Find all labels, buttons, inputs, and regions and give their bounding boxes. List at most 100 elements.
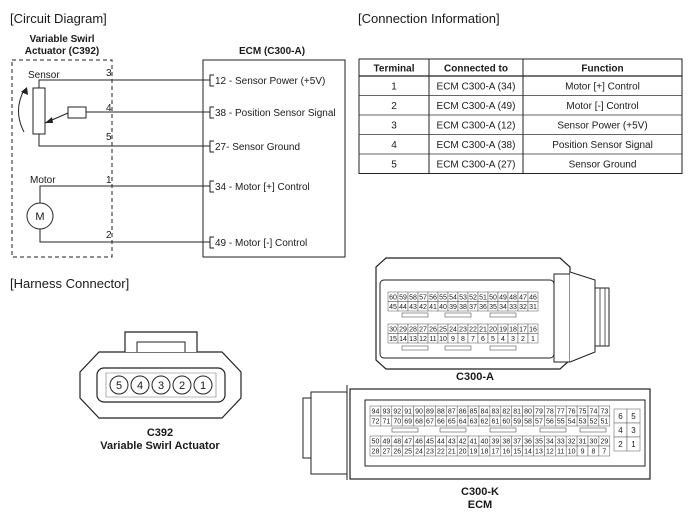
c300k-key-slot (489, 427, 517, 433)
c300k-pin-number: 23 (426, 449, 434, 456)
c300k-lever (310, 391, 348, 475)
c300a-pin-number: 23 (459, 326, 467, 333)
c300k-pin-number: 79 (535, 409, 543, 416)
c300a-pin-number: 5 (491, 336, 495, 343)
c300k-pin-cell (598, 415, 611, 427)
c300k-pin-number: 88 (437, 409, 445, 416)
c300k-pin-number: 28 (372, 449, 380, 456)
c300k-pin-number: 18 (481, 449, 489, 456)
c300k-pin-number: 94 (372, 409, 380, 416)
c300k-label: C300-K (461, 486, 499, 498)
c300k-pin-number: 38 (502, 439, 510, 446)
c300k-pin-number: 69 (404, 419, 412, 426)
pin-number-4: 4 (106, 103, 112, 114)
table-cell: 3 (391, 121, 397, 132)
c300a-pin-number: 34 (499, 304, 507, 311)
ecm-terminal-bracket (209, 106, 214, 119)
rotation-arc (18, 89, 25, 133)
c300k-pin-number: 13 (535, 449, 543, 456)
c300k-pin-number: 7 (602, 449, 606, 456)
c300a-pin-number: 20 (489, 326, 497, 333)
c300a-pin-number: 31 (529, 304, 537, 311)
c300k-side-pin-number: 4 (618, 426, 623, 435)
ecm-terminal-bracket (209, 180, 214, 193)
circuit-diagram: Variable Swirl Actuator (C392) ECM (C300… (11, 34, 346, 258)
c300a-pin-number: 24 (449, 326, 457, 333)
c300a-pin-number: 35 (489, 304, 497, 311)
actuator-box (11, 59, 113, 258)
section-title-connection: [Connection Information] (358, 11, 500, 26)
c300k-pin-number: 47 (404, 439, 412, 446)
c300a-pin-number: 46 (529, 294, 537, 301)
c392-pin-number: 1 (200, 380, 206, 392)
c300k-pin-number: 26 (393, 449, 401, 456)
c300k-pin-number: 42 (459, 439, 467, 446)
c392-pin-number: 3 (158, 380, 164, 392)
ecm-box (202, 59, 346, 258)
c300a-lever-tab (594, 287, 610, 347)
c300k-pin-number: 22 (437, 449, 445, 456)
c392-pin-number: 4 (137, 380, 143, 392)
c300a-pin-number: 28 (409, 326, 417, 333)
c300a-pin-number: 42 (419, 304, 427, 311)
rotation-arrow-icon (21, 87, 28, 95)
c300k-pin-number: 55 (557, 419, 565, 426)
c300k-pin-number: 31 (579, 439, 587, 446)
c300k-pin-number: 84 (481, 409, 489, 416)
c300k-pin-number: 91 (404, 409, 412, 416)
c300k-pin-number: 83 (491, 409, 499, 416)
c300k-description: ECM (468, 499, 492, 511)
c300a-pin-number: 16 (529, 326, 537, 333)
c300k-pin-number: 90 (415, 409, 423, 416)
c392-pin (130, 375, 150, 395)
pin-number-1: 1 (106, 175, 112, 186)
c300a-lever (569, 271, 596, 363)
c300k-pin-number: 59 (513, 419, 521, 426)
ecm-terminal-38: 38 - Position Sensor Signal (215, 108, 336, 119)
pin-number-2: 2 (106, 230, 112, 241)
table-cell: Motor [-] Control (566, 101, 638, 112)
c300k-pin-number: 78 (546, 409, 554, 416)
c300a-pin-number: 36 (479, 304, 487, 311)
c300a-pin-number: 37 (469, 304, 477, 311)
c300a-pin-number: 22 (469, 326, 477, 333)
table-header-cell: Function (581, 64, 623, 75)
c300k-pin-number: 60 (502, 419, 510, 426)
c300k-pin-number: 51 (600, 419, 608, 426)
c300k-pin-number: 56 (546, 419, 554, 426)
c300k-pin-number: 49 (382, 439, 390, 446)
table-header-cell: Connected to (444, 64, 508, 75)
c300a-key-slot (489, 312, 517, 318)
c300k-pin-number: 53 (579, 419, 587, 426)
c392-pin-number: 5 (116, 380, 122, 392)
c300k-pin-number: 82 (502, 409, 510, 416)
position-sensor-element (67, 106, 87, 119)
c300k-pin-number: 48 (393, 439, 401, 446)
c300a-pin-number: 10 (439, 336, 447, 343)
c300k-side-pin-number: 2 (618, 440, 623, 449)
c300k-pin-number: 44 (437, 439, 445, 446)
table-cell: 1 (391, 82, 397, 93)
c300a-pin-number: 54 (449, 294, 457, 301)
c300a-pin-number: 50 (489, 294, 497, 301)
c300k-pin-number: 86 (459, 409, 467, 416)
c300k-pin-number: 85 (470, 409, 478, 416)
section-title-circuit: [Circuit Diagram] (10, 11, 107, 26)
wiper-arrow-icon (45, 117, 53, 123)
ecm-terminal-bracket (209, 236, 214, 249)
c300k-pin-number: 58 (524, 419, 532, 426)
c300a-pin-number: 60 (389, 294, 397, 301)
c300k-pin-number: 71 (382, 419, 390, 426)
c300a-pin-number: 4 (501, 336, 505, 343)
c300k-pin-number: 67 (426, 419, 434, 426)
c300a-pin-number: 38 (459, 304, 467, 311)
c300a-key-slot (444, 345, 472, 351)
c300k-pin-number: 30 (590, 439, 598, 446)
c300k-side-pin-number: 1 (631, 440, 636, 449)
c300a-pin-number: 9 (451, 336, 455, 343)
c300a-pin-number: 26 (429, 326, 437, 333)
c300a-pin-number: 41 (429, 304, 437, 311)
c300k-pin-number: 46 (415, 439, 423, 446)
c300k-pin-number: 40 (481, 439, 489, 446)
